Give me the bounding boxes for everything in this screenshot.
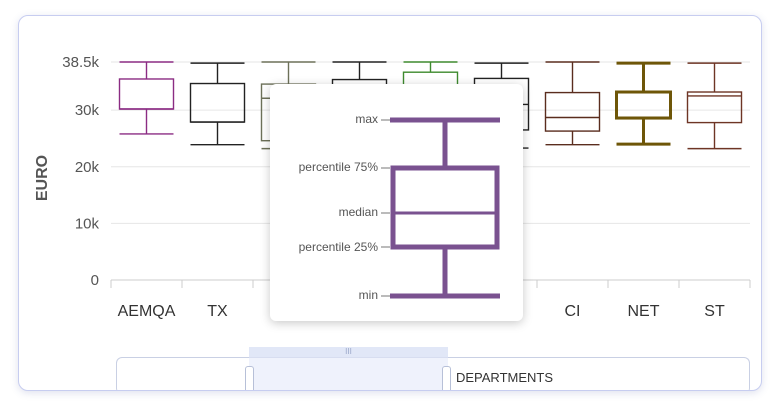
zoom-left-handle[interactable] bbox=[245, 366, 254, 390]
x-tick-label: NET bbox=[628, 303, 660, 320]
y-tick-label: 30k bbox=[75, 102, 100, 119]
x-axis-label: DEPARTMENTS bbox=[456, 370, 554, 385]
legend-min-label: min bbox=[358, 288, 378, 302]
legend-p75-label: percentile 75% bbox=[298, 160, 378, 174]
x-tick-label: TX bbox=[207, 303, 228, 320]
box-iqr bbox=[544, 91, 601, 132]
legend-max-label: max bbox=[355, 112, 378, 126]
y-ticks: 0 10k 20k 30k 38.5k bbox=[62, 54, 99, 289]
legend-box bbox=[390, 165, 500, 250]
box-AEMQA[interactable] bbox=[118, 61, 175, 135]
box-iqr bbox=[189, 82, 246, 123]
x-tick-label: CI bbox=[565, 303, 581, 320]
x-tick-label: AEMQA bbox=[118, 303, 176, 320]
box-iqr bbox=[118, 78, 175, 110]
zoom-grip-handle[interactable]: III bbox=[249, 347, 448, 357]
y-tick-label: 20k bbox=[75, 159, 100, 176]
box-TX[interactable] bbox=[189, 62, 246, 146]
box-iqr bbox=[615, 90, 672, 120]
boxplot-legend-tooltip: max percentile 75% median percentile 25%… bbox=[270, 84, 523, 321]
legend-median-label: median bbox=[338, 205, 378, 219]
legend-p25-label: percentile 25% bbox=[298, 240, 378, 254]
x-tick-label: ST bbox=[704, 303, 725, 320]
legend-box-icon bbox=[381, 117, 500, 299]
box-NET[interactable] bbox=[615, 61, 672, 146]
y-tick-label: 10k bbox=[75, 215, 100, 232]
y-axis-label: EURO bbox=[34, 155, 51, 201]
y-tick-label: 38.5k bbox=[62, 54, 99, 71]
box-ST[interactable] bbox=[686, 62, 743, 150]
box-CI[interactable] bbox=[544, 61, 601, 146]
y-tick-label: 0 bbox=[91, 272, 99, 289]
zoom-right-handle[interactable] bbox=[442, 366, 451, 390]
x-ticks: AEMQA TX CI NET ST bbox=[110, 280, 751, 320]
